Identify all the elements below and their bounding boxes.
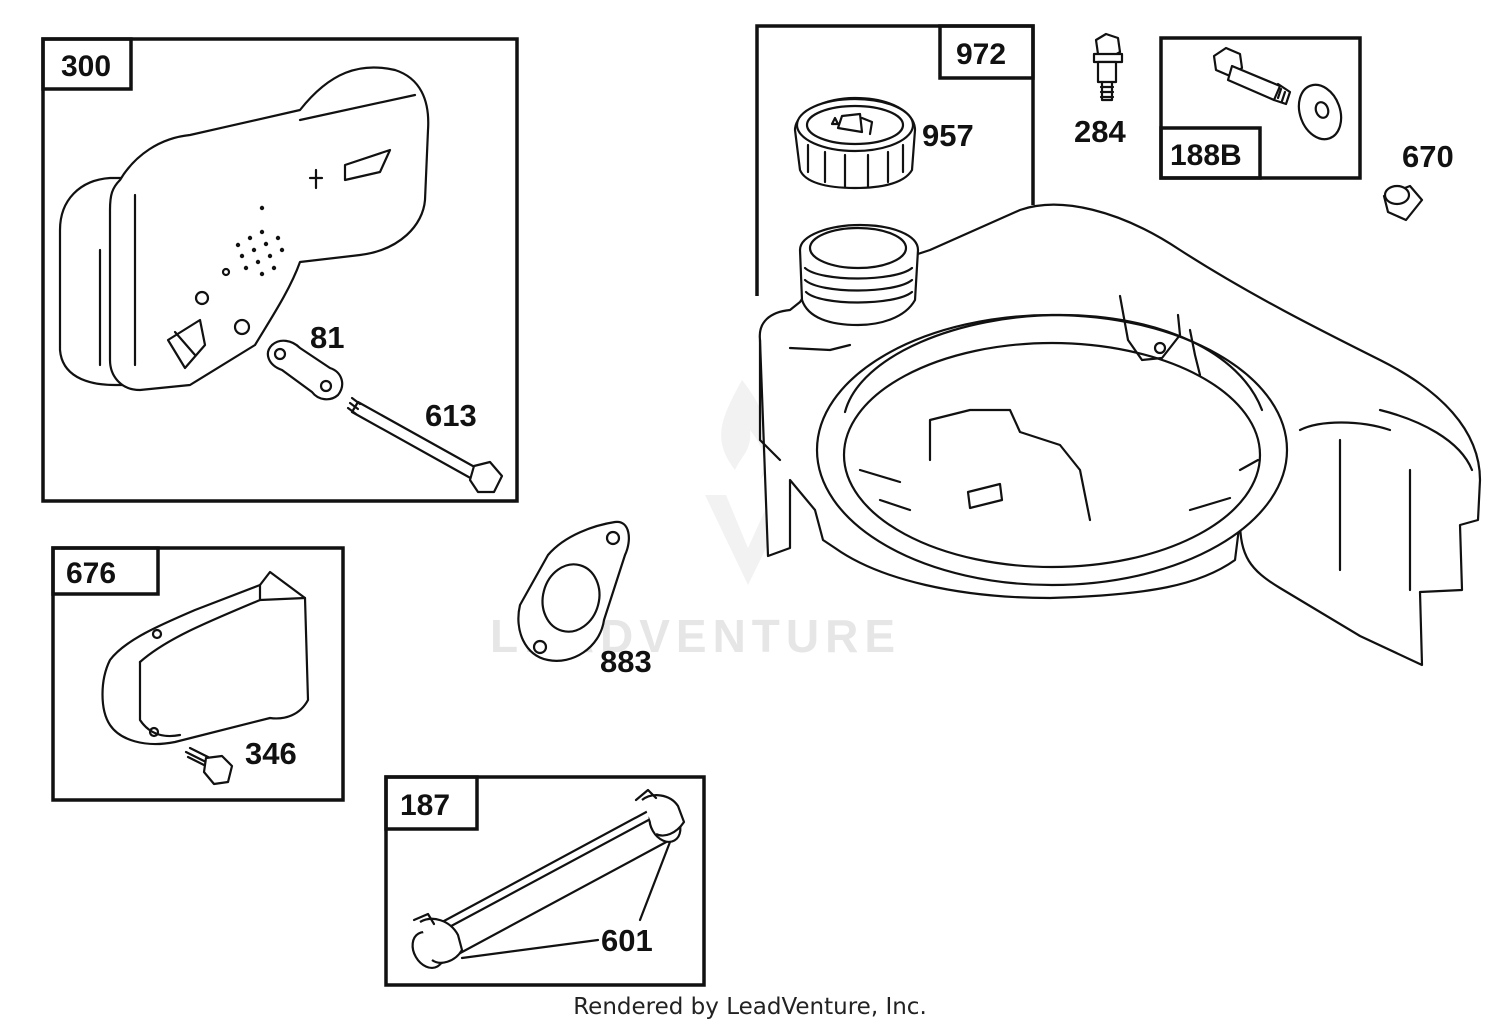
part-label-670[interactable]: 670 bbox=[1402, 139, 1454, 174]
leader-line-601-b bbox=[638, 840, 672, 922]
part-label-613[interactable]: 613 bbox=[425, 398, 477, 433]
part-883-gasket[interactable] bbox=[517, 520, 630, 662]
leader-line-601-a bbox=[460, 938, 600, 960]
muffler-vent-holes bbox=[235, 205, 285, 277]
part-613-bolt[interactable] bbox=[346, 396, 504, 494]
part-label-346[interactable]: 346 bbox=[245, 736, 297, 771]
kit-label-972[interactable]: 972 bbox=[956, 38, 1006, 71]
footer-credit: Rendered by LeadVenture, Inc. bbox=[573, 994, 927, 1020]
part-601-hose-with-clamps[interactable] bbox=[406, 788, 686, 973]
kit-label-676[interactable]: 676 bbox=[66, 557, 116, 590]
part-fuel-tank-housing[interactable] bbox=[758, 203, 1482, 667]
part-label-957[interactable]: 957 bbox=[922, 118, 974, 153]
kit-label-187[interactable]: 187 bbox=[400, 789, 450, 822]
kit-676-box: 676 bbox=[51, 546, 345, 802]
kit-188b-box: 188B bbox=[1159, 36, 1362, 180]
part-346-screw[interactable] bbox=[184, 746, 234, 786]
part-label-883[interactable]: 883 bbox=[600, 644, 652, 679]
kit-label-188b[interactable]: 188B bbox=[1170, 139, 1242, 172]
kit-label-300[interactable]: 300 bbox=[61, 50, 111, 83]
part-81-gasket-plate[interactable] bbox=[266, 339, 344, 401]
part-676-heat-shield[interactable] bbox=[101, 570, 310, 746]
part-957-fuel-cap[interactable] bbox=[793, 96, 917, 190]
part-284-bolt[interactable] bbox=[1092, 32, 1124, 102]
kit-972-box: 972 bbox=[755, 24, 1035, 296]
part-label-81[interactable]: 81 bbox=[310, 320, 344, 355]
part-fuel-tank-neck[interactable] bbox=[798, 223, 920, 327]
part-188b-screw-washer[interactable] bbox=[1212, 46, 1348, 145]
part-300-muffler[interactable] bbox=[58, 66, 430, 392]
part-670-bushing[interactable] bbox=[1382, 184, 1424, 222]
kit-187-box: 187 bbox=[384, 775, 706, 987]
part-label-284[interactable]: 284 bbox=[1074, 114, 1126, 149]
part-label-601[interactable]: 601 bbox=[601, 923, 653, 958]
kit-300-box: 300 bbox=[41, 37, 519, 503]
